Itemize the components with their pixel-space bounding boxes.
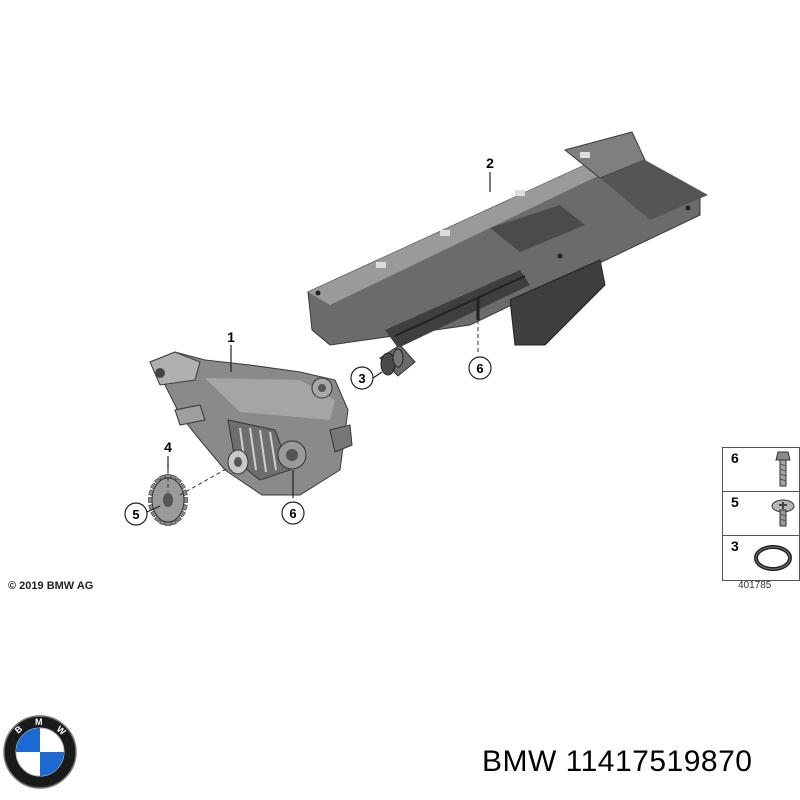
svg-text:5: 5 (132, 507, 139, 522)
oil-pan-baffle (307, 131, 708, 348)
assembly-dashed-lines (167, 320, 479, 496)
bmw-logo: B M W (3, 715, 77, 789)
o-ring-icon (754, 545, 792, 571)
drawing-number: 401785 (738, 580, 772, 591)
bolt-icon (775, 451, 791, 487)
legend-number: 6 (731, 450, 739, 466)
drive-sprocket (148, 474, 188, 526)
callout-3-circle: 3 (350, 366, 374, 390)
callout-leader-lines (146, 172, 491, 513)
legend-row-bolt: 6 (723, 448, 799, 492)
legend-number: 5 (731, 494, 739, 510)
callout-2: 2 (486, 155, 494, 171)
svg-text:6: 6 (476, 361, 483, 376)
oil-pump (149, 351, 353, 496)
copyright-text: © 2019 BMW AG (8, 580, 94, 592)
callout-1: 1 (227, 329, 235, 345)
callout-6-circle-pump: 6 (281, 501, 305, 525)
legend-row-o-ring: 3 (723, 536, 799, 580)
torx-screw-icon (771, 499, 795, 527)
svg-text:B: B (13, 723, 25, 735)
callout-6-circle-baffle: 6 (468, 356, 492, 380)
legend-number: 3 (731, 538, 739, 554)
pickup-pipe-with-o-ring (379, 344, 416, 377)
legend-row-screw: 5 (723, 492, 799, 536)
fastener-legend: 6 5 3 (722, 447, 800, 581)
svg-text:6: 6 (289, 506, 296, 521)
callout-4: 4 (164, 439, 172, 455)
svg-text:M: M (35, 717, 43, 727)
callout-5-circle: 5 (124, 502, 148, 526)
part-number-text: BMW 11417519870 (482, 745, 753, 778)
svg-text:3: 3 (358, 371, 365, 386)
